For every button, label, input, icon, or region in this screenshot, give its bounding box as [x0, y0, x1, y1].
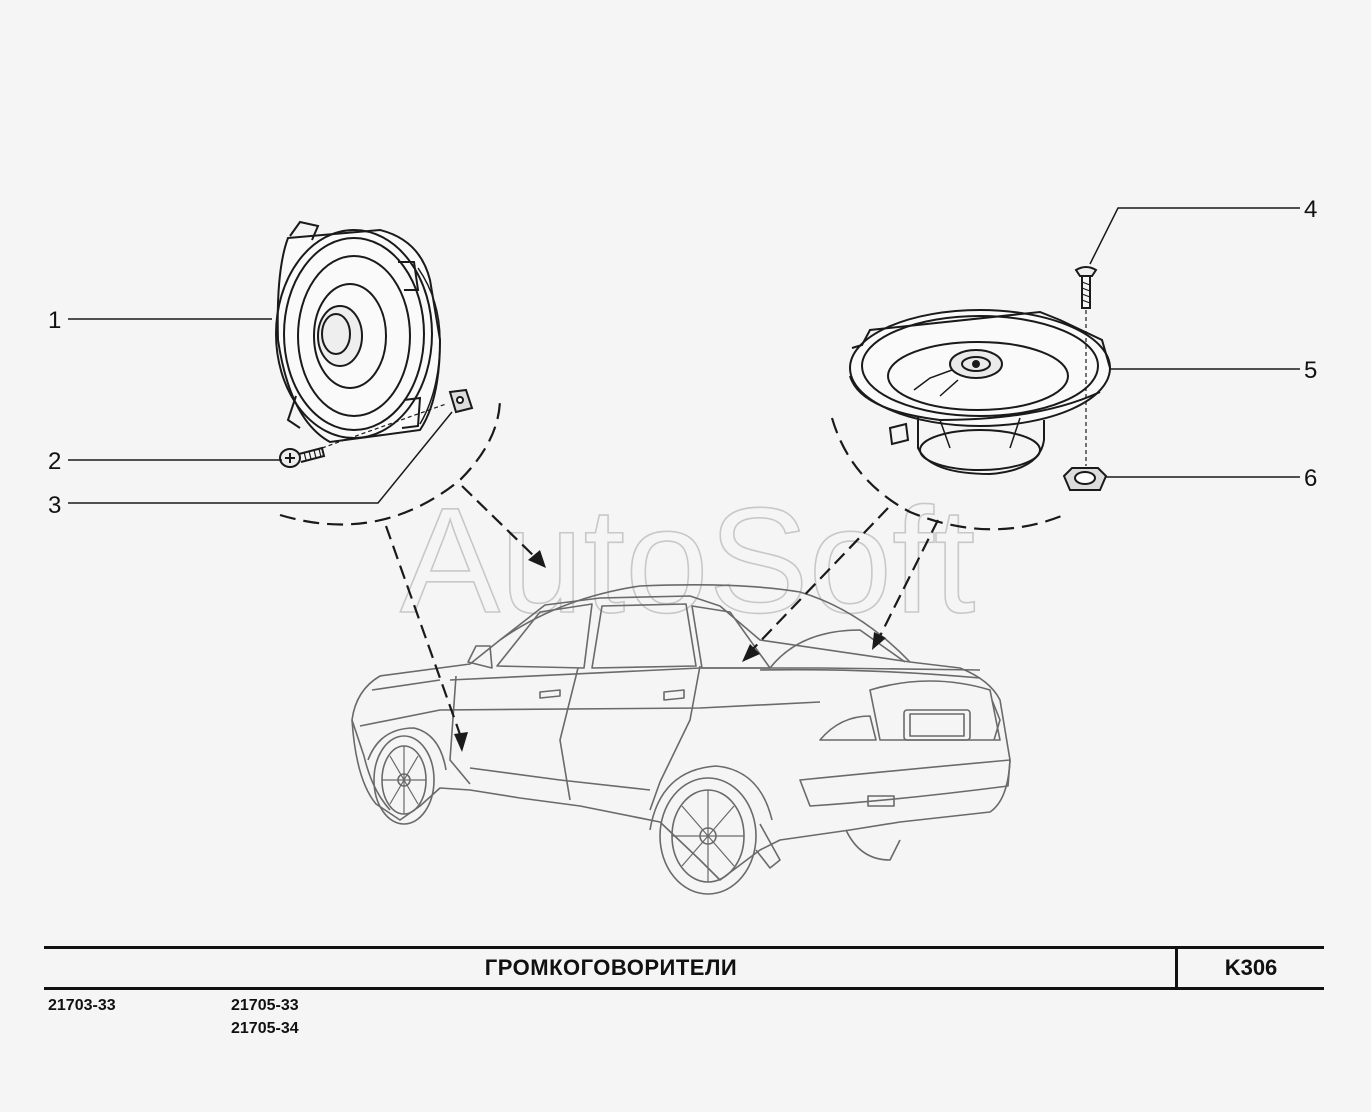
left-view-arc: [279, 397, 502, 526]
title-divider: [1175, 949, 1178, 987]
callout-2: 2: [48, 448, 61, 475]
page-title: ГРОМКОГОВОРИТЕЛИ: [484, 955, 738, 980]
rear-shelf-speaker: [849, 309, 1111, 476]
right-view-arc: [830, 417, 1065, 531]
parts-diagram: AutoSoft: [48, 196, 1317, 895]
screw-part-4: [1074, 266, 1098, 309]
screw-part-2: [279, 446, 326, 468]
arrow-head-4: [872, 632, 886, 650]
callout-4: 4: [1304, 196, 1317, 223]
callout-3: 3: [48, 492, 61, 519]
front-door-speaker: [275, 220, 442, 444]
callout-6: 6: [1304, 465, 1317, 492]
arrow-head-2: [528, 550, 546, 568]
title-block: ГРОМКОГОВОРИТЕЛИ K306: [44, 946, 1324, 990]
callout-1: 1: [48, 307, 61, 334]
arrow-head-1: [454, 732, 468, 752]
car-outline: [351, 584, 1011, 895]
nut-part-6: [1062, 467, 1108, 491]
model-code: 21705-34: [231, 1020, 299, 1037]
arrow-head-3: [742, 644, 760, 662]
callout-5: 5: [1304, 357, 1317, 384]
location-arrows: [384, 485, 939, 741]
model-code: 21703-33: [48, 997, 116, 1014]
model-code: 21705-33: [231, 997, 299, 1014]
page-code: K306: [1224, 955, 1278, 980]
clip-nut-part-3: [448, 388, 474, 414]
